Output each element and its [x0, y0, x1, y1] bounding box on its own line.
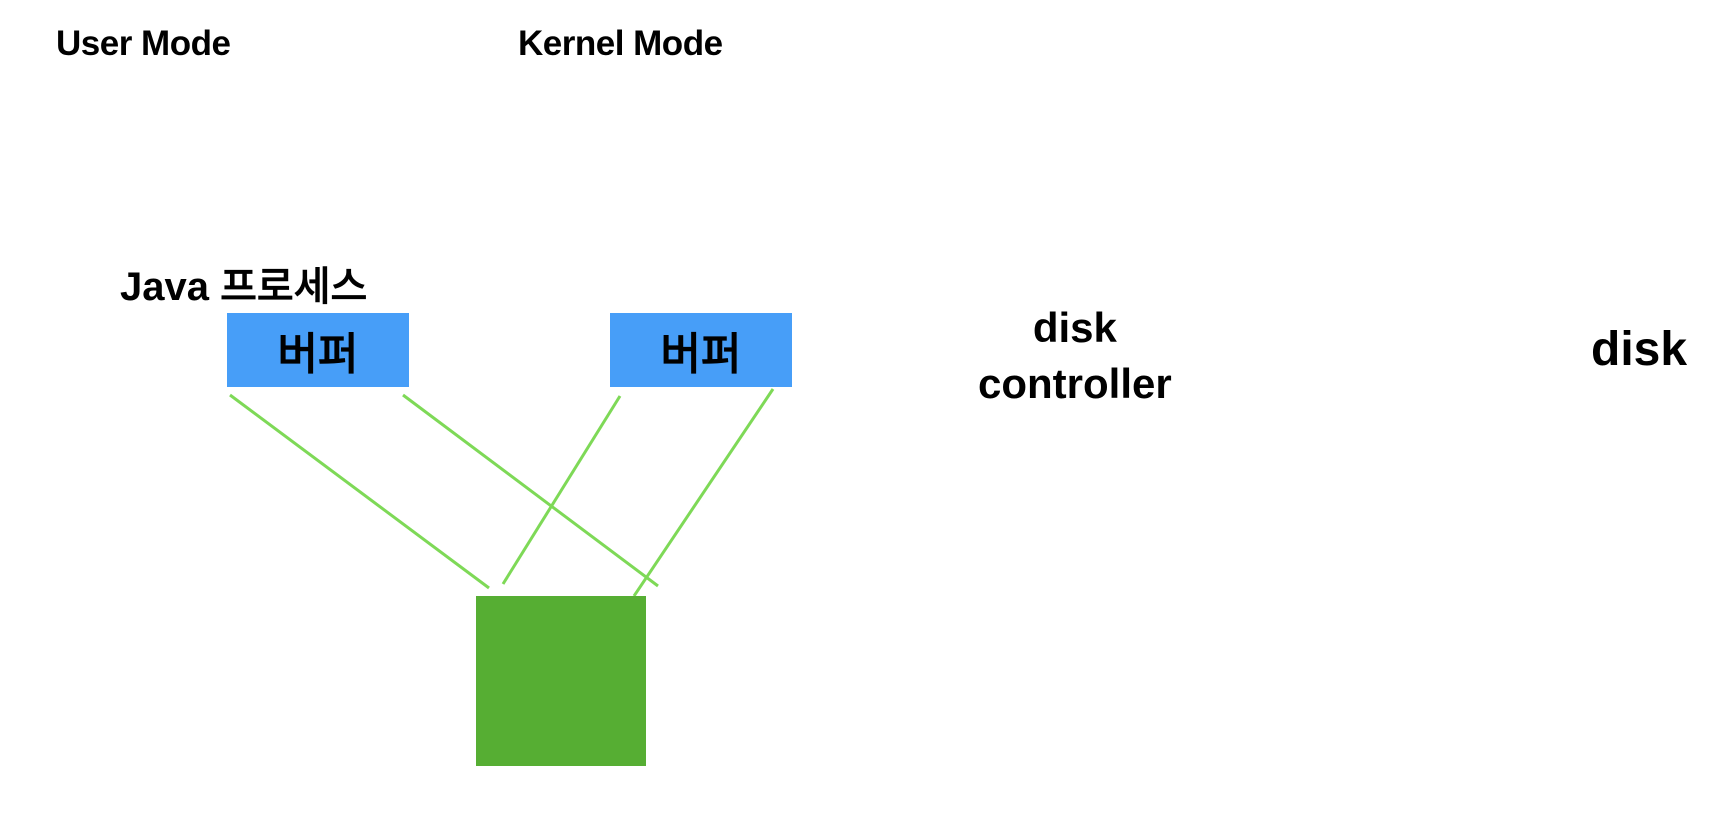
disk-label: disk: [1591, 323, 1688, 376]
kernel-mode-label: Kernel Mode: [518, 24, 723, 63]
kernel-buffer-label: 버퍼: [660, 330, 742, 379]
connector-line-2: [402, 393, 659, 588]
green-block: [476, 596, 646, 766]
user-mode-label: User Mode: [56, 24, 231, 63]
kernel-buffer-box: 버퍼: [610, 313, 792, 387]
connector-line-4: [632, 388, 775, 597]
disk-controller-line1: disk: [1032, 304, 1117, 351]
disk-controller-label: disk controller: [978, 300, 1172, 412]
connector-line-1: [229, 393, 490, 590]
connector-line-3: [501, 395, 622, 585]
disk-controller-line2: controller: [978, 360, 1172, 407]
user-buffer-label: 버퍼: [277, 330, 359, 379]
user-buffer-box: 버퍼: [227, 313, 409, 387]
java-process-label: Java 프로세스: [120, 265, 368, 309]
